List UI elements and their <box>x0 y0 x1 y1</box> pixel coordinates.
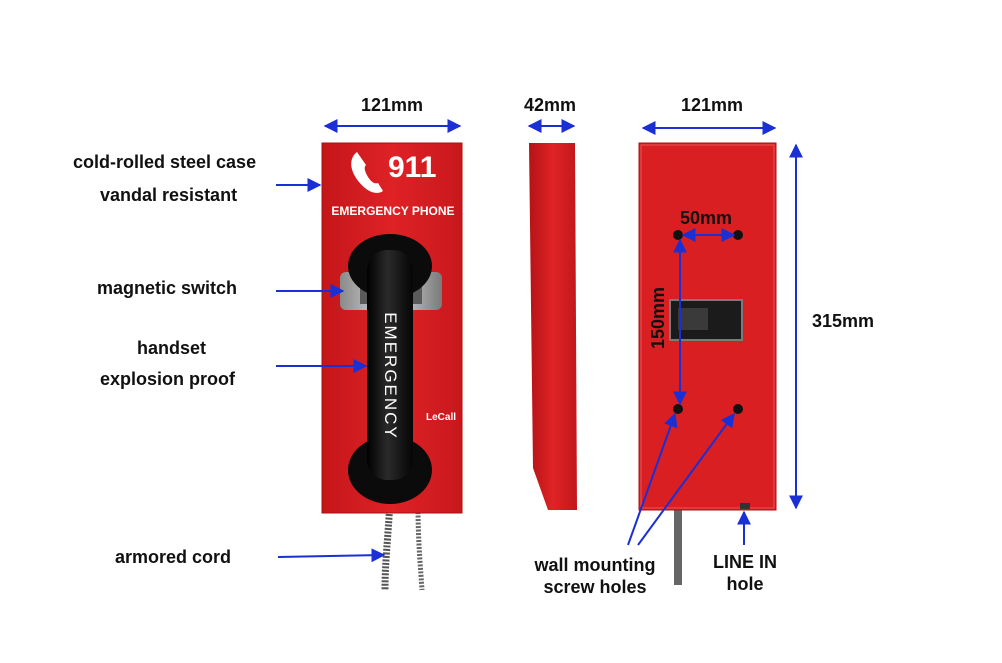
dim-hole-h: 50mm <box>680 208 733 228</box>
screw-hole-top-left <box>673 230 683 240</box>
label-line-in-1: LINE IN <box>712 552 777 572</box>
label-case-1: cold-rolled steel case <box>73 152 257 172</box>
face-number: 911 <box>388 151 437 184</box>
phone-icon <box>351 152 383 193</box>
dim-hole-v: 150mm <box>648 286 668 350</box>
face-brand: LeCall <box>426 412 457 423</box>
dim-height: 315mm <box>812 311 875 331</box>
pointer-cord <box>277 548 386 563</box>
handset-text: EMERGENCY <box>381 312 400 440</box>
handset-body <box>367 250 413 480</box>
screw-hole-bottom-left <box>673 404 683 414</box>
dim-side-depth: 42mm <box>523 95 577 115</box>
side-view <box>529 143 577 510</box>
label-case-2: vandal resistant <box>100 185 238 205</box>
side-case <box>529 143 577 510</box>
label-holes-2: screw holes <box>543 577 647 597</box>
front-view <box>321 142 463 591</box>
label-line-in-2: hole <box>726 574 764 594</box>
label-holes-1: wall mounting <box>534 555 656 575</box>
line-in-hole <box>740 503 750 509</box>
label-cord: armored cord <box>115 547 232 567</box>
armored-cord-2 <box>415 504 425 591</box>
label-handset-2: explosion proof <box>100 369 235 389</box>
dim-back-width: 121mm <box>680 95 744 115</box>
screw-hole-bottom-right <box>733 404 743 414</box>
pointer-hole-1 <box>627 412 678 546</box>
label-switch: magnetic switch <box>97 278 238 298</box>
screw-hole-top-right <box>733 230 743 240</box>
face-title: EMERGENCY PHONE <box>331 204 455 218</box>
pointer-hole-2 <box>637 412 735 546</box>
label-handset-1: handset <box>137 338 207 358</box>
dim-front-width: 121mm <box>360 95 424 115</box>
back-cord <box>674 505 682 585</box>
